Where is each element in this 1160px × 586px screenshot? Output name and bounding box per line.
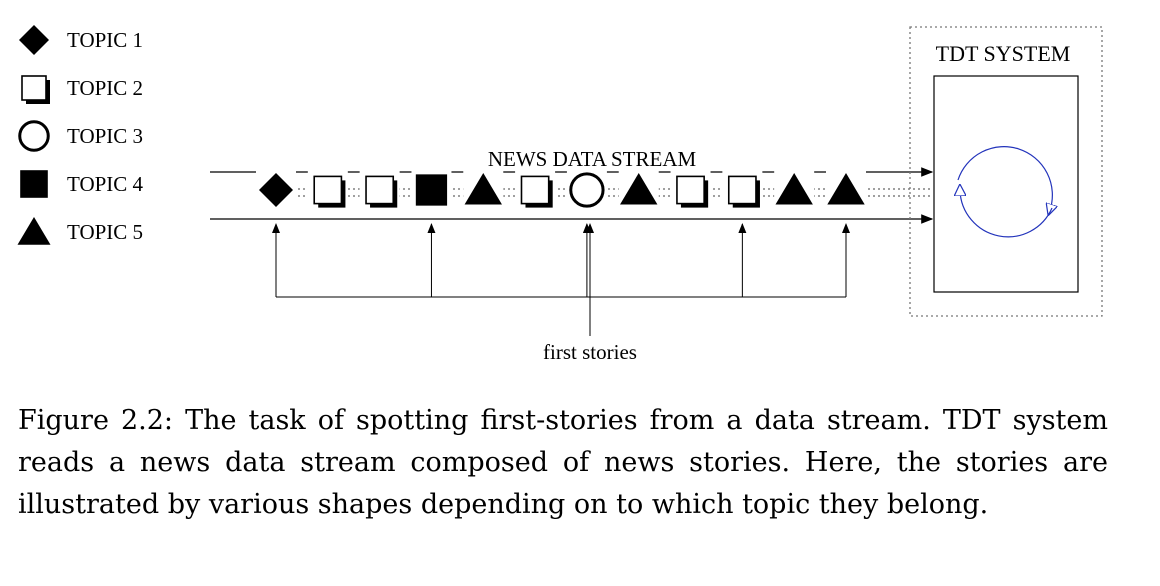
triangle-icon <box>17 217 51 245</box>
processing-cycle-icon <box>957 146 1052 210</box>
stream-label: NEWS DATA STREAM <box>488 147 697 171</box>
processing-cycle-icon-lower <box>960 190 1053 238</box>
figure: TOPIC 1 TOPIC 2 TOPIC 3 TOPIC 4 TOPIC 5 NEWS… <box>17 25 1103 364</box>
legend-item: TOPIC 4 <box>20 170 144 198</box>
story-shadow-square-icon <box>727 175 760 208</box>
shadow-square-icon <box>21 75 50 104</box>
figure-caption: Figure 2.2: The task of spotting first-s… <box>18 405 1108 520</box>
tdt-system-inner-box <box>933 75 1079 293</box>
story-circle-icon <box>569 172 605 208</box>
story-shadow-square-icon <box>365 175 398 208</box>
legend-item: TOPIC 2 <box>21 75 143 104</box>
story-triangle-icon <box>620 173 658 205</box>
tdt-system-title: TDT SYSTEM <box>936 41 1071 66</box>
story-shadow-square-icon <box>313 175 346 208</box>
diagram-canvas: TOPIC 1 TOPIC 2 TOPIC 3 TOPIC 4 TOPIC 5 NEWS… <box>17 25 1103 364</box>
story-shadow-square-icon <box>520 175 553 208</box>
legend-label: TOPIC 3 <box>67 124 143 148</box>
story-shadow-square-icon <box>676 175 709 208</box>
first-stories-label: first stories <box>543 340 637 364</box>
legend-label: TOPIC 1 <box>67 28 143 52</box>
story-triangle-icon <box>464 173 502 205</box>
legend-item: TOPIC 5 <box>17 217 143 245</box>
story-triangle-icon <box>827 173 865 205</box>
story-diamond-icon <box>259 173 293 207</box>
legend-item: TOPIC 3 <box>18 120 143 152</box>
legend: TOPIC 1 TOPIC 2 TOPIC 3 TOPIC 4 TOPIC 5 <box>17 25 144 245</box>
diamond-icon <box>19 25 49 55</box>
filled-square-icon <box>20 170 48 198</box>
circle-icon <box>18 120 50 152</box>
legend-label: TOPIC 5 <box>67 220 143 244</box>
legend-item: TOPIC 1 <box>19 25 143 55</box>
first-story-pointers <box>272 223 850 336</box>
story-triangle-icon <box>775 173 813 205</box>
tdt-system-outer-box <box>909 26 1103 317</box>
story-stream <box>256 170 866 210</box>
legend-label: TOPIC 2 <box>67 76 143 100</box>
story-filled-square-icon <box>415 174 448 206</box>
legend-label: TOPIC 4 <box>67 172 144 196</box>
